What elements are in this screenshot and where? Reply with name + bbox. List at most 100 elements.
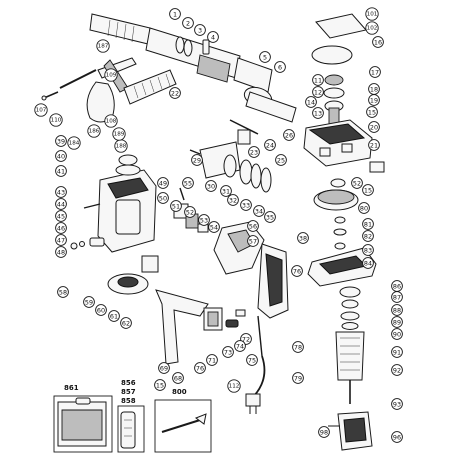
part-label-49: 49 — [157, 177, 169, 189]
part-label-3: 3 — [194, 24, 206, 36]
part-label-62: 62 — [120, 317, 132, 329]
part-label-text: 15 — [364, 186, 372, 194]
part-label-41: 41 — [55, 165, 67, 177]
part-label-text: 34 — [255, 207, 263, 215]
part-label-20: 20 — [368, 121, 380, 133]
tool-label: 800 — [172, 388, 187, 396]
part-label-circle — [87, 124, 101, 138]
part-label-26: 26 — [283, 129, 295, 141]
stator-assembly — [328, 411, 373, 451]
part-label-43: 43 — [55, 186, 67, 198]
part-label-19: 19 — [368, 94, 380, 106]
part-label-text: 74 — [236, 342, 244, 350]
part-label-circle — [55, 135, 67, 147]
part-label-text: 39 — [57, 137, 65, 145]
part-label-text: 91 — [393, 348, 401, 356]
part-label-55: 55 — [182, 177, 194, 189]
part-label-text: 22 — [171, 89, 179, 97]
part-label-60: 60 — [95, 304, 107, 316]
part-label-circle — [391, 291, 403, 303]
part-label-circle — [104, 68, 118, 82]
part-label-circle — [368, 94, 380, 106]
part-label-circle — [57, 286, 69, 298]
part-label-91: 91 — [391, 346, 403, 358]
part-label-text: 46 — [57, 224, 65, 232]
chisel-tool — [161, 413, 207, 433]
part-label-circle — [362, 244, 374, 256]
part-label-text: 186 — [89, 128, 100, 134]
part-label-15: 15 — [362, 184, 374, 196]
part-label-text: 184 — [69, 140, 80, 146]
part-label-89: 89 — [391, 316, 403, 328]
part-label-circle — [55, 150, 67, 162]
part-label-74: 74 — [234, 340, 246, 352]
part-label-38: 38 — [297, 232, 309, 244]
part-label-circle — [318, 426, 330, 438]
part-label-text: 73 — [224, 348, 232, 356]
crank-cover-assembly — [311, 13, 367, 125]
part-label-circle — [365, 21, 379, 35]
part-label-text: 23 — [250, 148, 258, 156]
part-label-text: 89 — [393, 318, 401, 326]
part-label-circle — [240, 199, 252, 211]
part-label-text: 52 — [186, 208, 194, 216]
part-label-15: 15 — [154, 379, 166, 391]
part-label-110: 110 — [49, 113, 63, 127]
part-label-52: 52 — [351, 177, 363, 189]
part-label-text: 11 — [314, 76, 322, 84]
handle-frame — [155, 289, 223, 365]
part-label-text: 189 — [114, 131, 125, 137]
part-label-circle — [391, 346, 403, 358]
part-label-51: 51 — [170, 200, 182, 212]
part-label-96: 96 — [391, 431, 403, 443]
part-label-16: 16 — [372, 36, 384, 48]
part-label-186: 186 — [87, 124, 101, 138]
part-number-labels: 1234561112131415151516171819202122232425… — [34, 7, 403, 443]
part-label-circle — [368, 121, 380, 133]
part-label-93: 93 — [391, 398, 403, 410]
part-label-1: 1 — [169, 8, 181, 20]
part-label-text: 90 — [393, 330, 401, 338]
power-cord — [245, 355, 266, 414]
part-label-circle — [291, 265, 303, 277]
part-label-53: 53 — [198, 214, 210, 226]
part-label-text: 71 — [208, 356, 216, 364]
part-label-circle — [358, 202, 370, 214]
part-label-text: 15 — [156, 381, 164, 389]
gear-80 — [313, 178, 359, 211]
part-label-circle — [391, 328, 403, 340]
part-label-75: 75 — [246, 354, 258, 366]
armature-assembly — [335, 286, 365, 404]
part-label-text: 55 — [184, 179, 192, 187]
part-label-188: 188 — [114, 139, 128, 153]
part-label-189: 189 — [112, 127, 126, 141]
part-label-text: 51 — [172, 202, 180, 210]
part-label-14: 14 — [305, 96, 317, 108]
handle-switch-assembly — [213, 221, 289, 319]
part-label-text: 35 — [266, 213, 274, 221]
part-label-circle — [55, 198, 67, 210]
part-label-40: 40 — [55, 150, 67, 162]
part-label-46: 46 — [55, 222, 67, 234]
gear-housing — [97, 154, 157, 253]
part-label-text: 47 — [57, 236, 65, 244]
gear-shaft-parts — [333, 216, 347, 261]
part-label-text: 13 — [314, 109, 322, 117]
part-label-81: 81 — [362, 218, 374, 230]
part-label-circle — [292, 372, 304, 384]
part-label-circle — [362, 218, 374, 230]
part-label-54: 54 — [208, 221, 220, 233]
part-label-text: 19 — [370, 96, 378, 104]
accessory-case — [57, 397, 107, 447]
part-label-circle — [391, 304, 403, 316]
part-label-text: 59 — [85, 298, 93, 306]
part-label-circle — [49, 113, 63, 127]
part-label-57: 57 — [247, 235, 259, 247]
part-label-text: 48 — [57, 248, 65, 256]
part-label-102: 102 — [365, 21, 379, 35]
part-label-circle — [369, 66, 381, 78]
part-label-circle — [55, 222, 67, 234]
part-label-34: 34 — [253, 205, 265, 217]
part-label-5: 5 — [259, 51, 271, 63]
part-label-circle — [366, 106, 378, 118]
